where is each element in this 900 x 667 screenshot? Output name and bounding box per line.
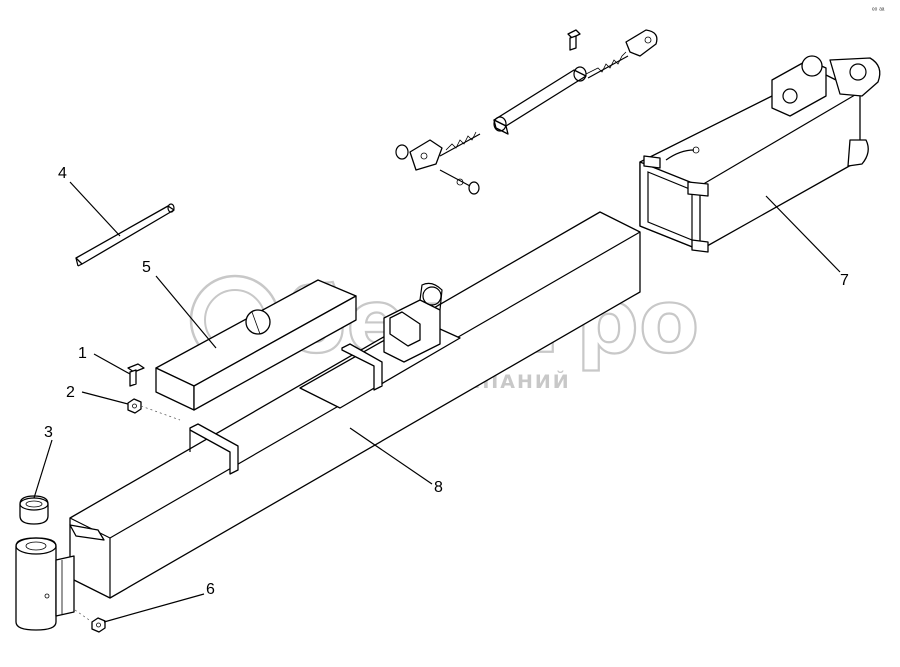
callout-5: 5 xyxy=(142,259,151,276)
leader-lines xyxy=(33,181,841,623)
part-5-box xyxy=(155,279,357,411)
part-2-nut xyxy=(127,398,181,421)
callout-6: 6 xyxy=(206,581,215,598)
callout-2: 2 xyxy=(66,384,75,401)
callout-1: 1 xyxy=(78,345,87,362)
part-3-bushing xyxy=(19,495,49,525)
callout-3: 3 xyxy=(44,424,53,441)
part-7-sleeve xyxy=(639,55,881,253)
callout-labels: 1 2 3 4 5 6 7 8 xyxy=(44,165,849,598)
callout-7: 7 xyxy=(840,272,849,289)
callout-4: 4 xyxy=(58,165,67,182)
turnbuckle-assembly xyxy=(395,29,658,195)
part-1-bolt xyxy=(127,363,145,387)
part-6-nut xyxy=(74,609,106,633)
corner-mark: ᵉᵒ ᵃᵃ xyxy=(872,7,885,14)
callout-8: 8 xyxy=(434,479,443,496)
part-4-rod xyxy=(75,203,175,267)
part-8-main-beam xyxy=(15,211,641,631)
